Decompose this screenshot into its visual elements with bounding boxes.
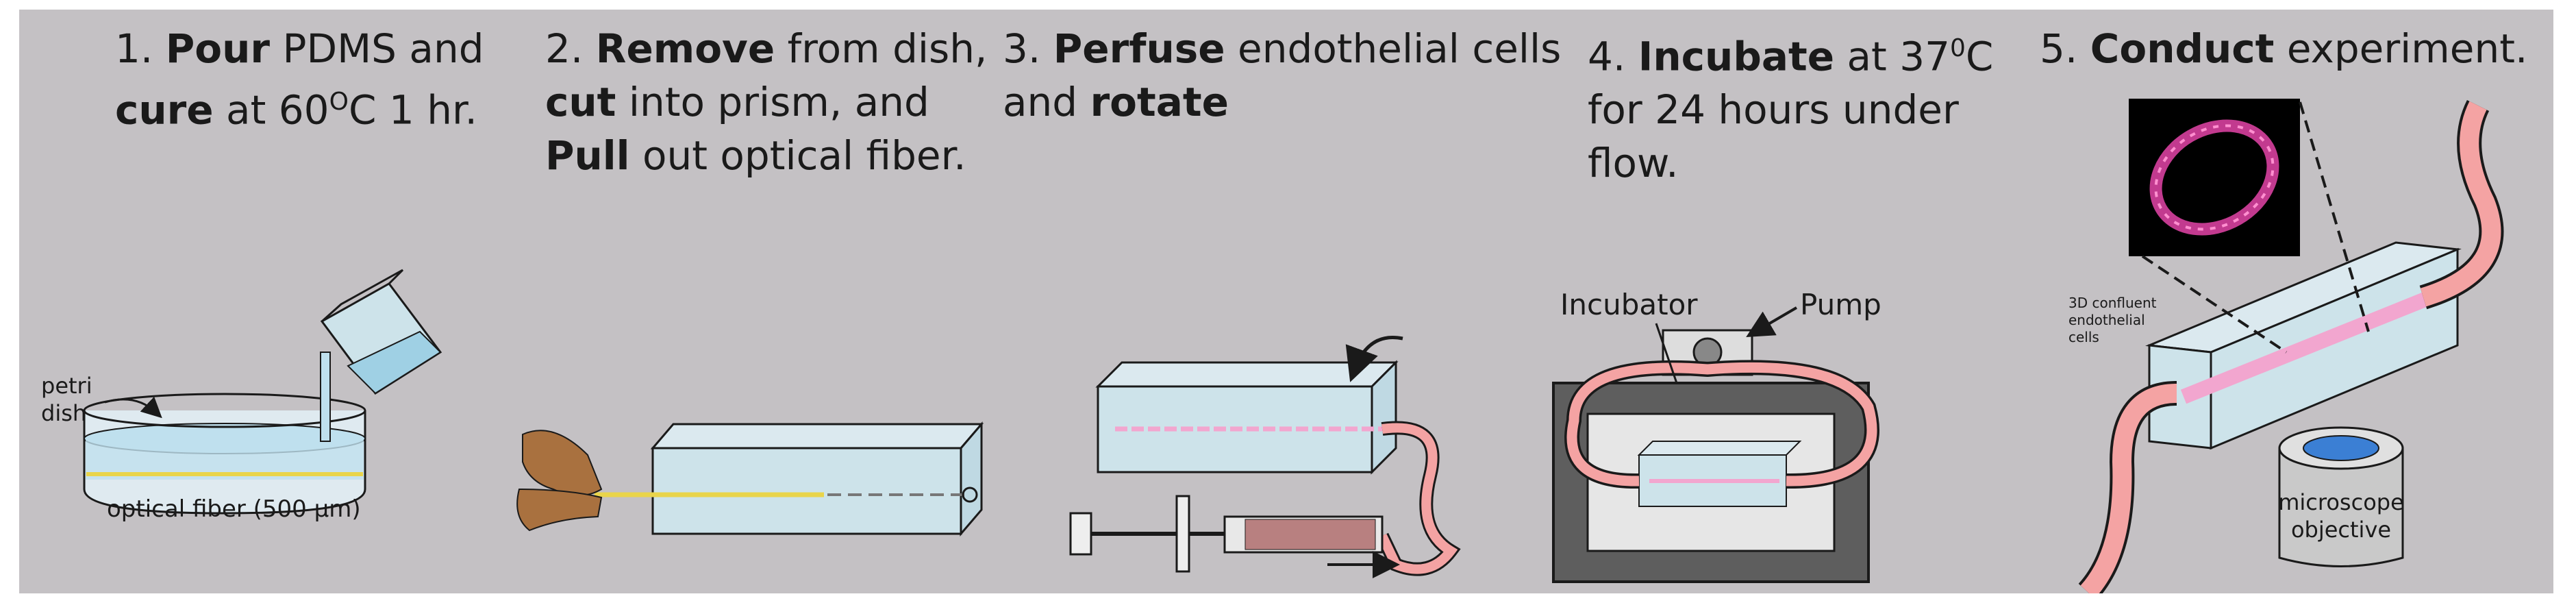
caption-text: C 1 hr. bbox=[348, 86, 477, 134]
pdms-prism-icon bbox=[595, 421, 984, 537]
caption-bold-text: Conduct bbox=[2090, 25, 2275, 72]
petri-dish-icon bbox=[83, 269, 442, 515]
caption-line: 1. Pour PDMS and bbox=[115, 22, 484, 75]
svg-text:Pump: Pump bbox=[1800, 288, 1881, 321]
caption-line: Pull out optical fiber. bbox=[545, 129, 987, 182]
svg-text:dish: dish bbox=[41, 400, 86, 426]
caption-text: 4. bbox=[1588, 33, 1638, 80]
caption-line: cut into prism, and bbox=[545, 75, 987, 129]
step-5-caption: 5. Conduct experiment. bbox=[2040, 22, 2527, 75]
svg-text:Incubator: Incubator bbox=[1560, 288, 1698, 321]
experiment-prism-icon bbox=[2145, 241, 2462, 450]
microscope-objective-icon: microscope objective bbox=[2278, 426, 2404, 567]
caption-text: and bbox=[1003, 79, 1090, 125]
caption-text: out optical fiber. bbox=[629, 132, 966, 179]
svg-text:cells: cells bbox=[2068, 329, 2099, 345]
caption-bold-text: Incubate bbox=[1638, 33, 1835, 80]
caption-text: for 24 hours under bbox=[1588, 86, 1959, 134]
caption-line: 4. Incubate at 370C bbox=[1588, 22, 1993, 83]
hand-icon bbox=[516, 430, 603, 532]
caption-text: at 60 bbox=[213, 86, 329, 134]
svg-text:petri: petri bbox=[41, 373, 92, 399]
caption-text: at 37 bbox=[1834, 33, 1951, 80]
svg-text:endothelial: endothelial bbox=[2068, 312, 2145, 328]
caption-text: C bbox=[1965, 33, 1994, 80]
syringe-icon bbox=[1069, 495, 1400, 578]
caption-text: experiment. bbox=[2274, 25, 2528, 72]
caption-text: from dish, bbox=[775, 25, 988, 72]
caption-bold-text: cure bbox=[115, 86, 214, 134]
cells-label: 3D confluent endothelial cells bbox=[2068, 295, 2157, 345]
incubator-label: Incubator bbox=[1560, 288, 1698, 384]
caption-line: for 24 hours under bbox=[1588, 83, 1993, 136]
caption-bold-text: rotate bbox=[1090, 79, 1229, 125]
illustrations: petri dish optical fiber (500 μm) bbox=[41, 99, 2504, 593]
caption-superscript: 0 bbox=[1950, 34, 1966, 62]
caption-text: into prism, and bbox=[616, 79, 929, 125]
caption-line: 3. Perfuse endothelial cells bbox=[1003, 22, 1561, 75]
caption-bold-text: cut bbox=[545, 79, 616, 125]
tubing-loop bbox=[1564, 360, 1879, 489]
caption-text: flow. bbox=[1588, 140, 1679, 187]
caption-text: 3. bbox=[1003, 25, 1053, 72]
caption-bold-text: Remove bbox=[595, 25, 775, 72]
caption-text: 5. bbox=[2040, 25, 2090, 72]
caption-bold-text: Pull bbox=[545, 132, 630, 179]
caption-bold-text: Pour bbox=[165, 25, 271, 72]
caption-text: endothelial cells bbox=[1225, 25, 1562, 72]
petri-dish-label: petri dish bbox=[41, 373, 162, 426]
zoom-lines bbox=[2141, 101, 2370, 354]
caption-text: PDMS and bbox=[270, 25, 484, 72]
svg-text:objective: objective bbox=[2291, 517, 2391, 543]
pump-label: Pump bbox=[1746, 288, 1881, 338]
caption-line: 2. Remove from dish, bbox=[545, 22, 987, 75]
svg-text:3D confluent: 3D confluent bbox=[2068, 295, 2157, 311]
confocal-image-inset bbox=[2129, 99, 2300, 256]
caption-line: 5. Conduct experiment. bbox=[2040, 22, 2527, 75]
caption-bold-text: Perfuse bbox=[1053, 25, 1225, 72]
optical-fiber-label: optical fiber (500 μm) bbox=[107, 495, 361, 523]
perfusion-prism-icon bbox=[1095, 336, 1461, 576]
caption-line: flow. bbox=[1588, 136, 1993, 190]
caption-text: 2. bbox=[545, 25, 596, 72]
caption-line: cure at 60OC 1 hr. bbox=[115, 75, 484, 136]
caption-line: and rotate bbox=[1003, 75, 1561, 129]
tubing-curve bbox=[2078, 99, 2504, 593]
caption-superscript: O bbox=[329, 88, 349, 116]
caption-text: 1. bbox=[115, 25, 166, 72]
svg-text:microscope: microscope bbox=[2278, 489, 2404, 515]
